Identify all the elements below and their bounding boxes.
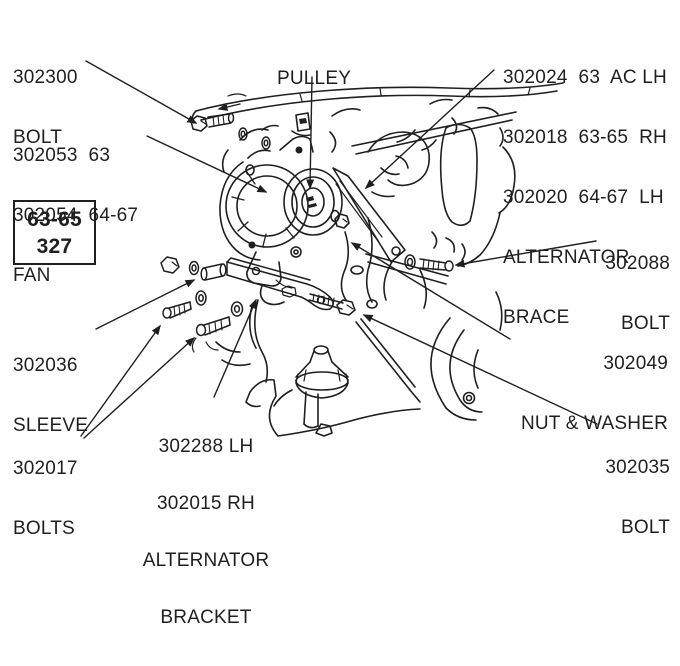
- part-name: SLEEVE: [13, 415, 89, 436]
- part-number: 302036: [13, 355, 78, 376]
- part-name: NUT & WASHER: [520, 413, 668, 434]
- alternator-art: [219, 135, 406, 306]
- part-name: BRACKET: [160, 607, 252, 628]
- part-name: BOLT: [620, 517, 670, 538]
- leader-302049: [350, 242, 511, 340]
- engine-illustration: [80, 60, 598, 439]
- parts-diagram: 302300 BOLT 302053 63 302054 64-67 FAN 6…: [13, 28, 670, 627]
- part-number: 302054 64-67: [13, 205, 139, 226]
- part-name: ALTERNATOR: [503, 247, 630, 268]
- part-number: 302024 63 AC LH: [503, 67, 667, 88]
- application-badge: 63-65 327: [13, 200, 96, 265]
- part-number: 302018 63-65 RH: [503, 127, 667, 148]
- label-302035-bolt: 302035 BOLT: [605, 418, 670, 578]
- leader-inner-small: [217, 103, 241, 111]
- part-name: BOLT: [13, 127, 63, 148]
- label-fan: 302053 63 302054 64-67 FAN: [13, 106, 138, 326]
- part-name: BOLTS: [13, 518, 75, 539]
- engine-block-art: [191, 82, 564, 437]
- badge-engine: 327: [36, 234, 73, 258]
- leader-302300: [85, 60, 198, 124]
- leader-lines: [80, 60, 598, 439]
- part-name: ALTERNATOR: [142, 550, 270, 571]
- label-pulley: PULLEY: [277, 29, 351, 129]
- part-name: PULLEY: [277, 68, 352, 89]
- part-name: BRACE: [503, 307, 570, 328]
- leader-fan: [146, 135, 268, 193]
- part-number: 302088: [605, 253, 670, 274]
- part-number: 302020 64-67 LH: [503, 187, 664, 208]
- part-number: 302017: [13, 458, 78, 479]
- leader-302017-b: [83, 336, 196, 439]
- label-302300-bolt: 302300 BOLT: [13, 28, 78, 188]
- leader-302036: [95, 279, 196, 330]
- label-302088-bolt: 302088 BOLT: [605, 214, 670, 374]
- label-302017-bolts: 302017 BOLTS: [13, 419, 78, 579]
- badge-years: 63-65: [27, 207, 82, 231]
- leader-pulley: [306, 76, 315, 190]
- leader-302017-a: [80, 324, 161, 437]
- part-number: 302288 LH: [158, 436, 254, 457]
- brace-art: [332, 167, 406, 263]
- label-alternator-brace: 302024 63 AC LH 302018 63-65 RH 302020 6…: [503, 28, 667, 368]
- part-number: 302300: [13, 67, 78, 88]
- part-number: 302053 63: [13, 145, 111, 166]
- part-number: 302035: [605, 457, 670, 478]
- label-alternator-bracket: 302288 LH 302015 RH ALTERNATOR BRACKET: [126, 399, 286, 665]
- leader-brace: [364, 69, 495, 190]
- fastener-parts-art: [160, 112, 454, 353]
- leader-302088: [454, 240, 597, 268]
- pulley-art: [283, 168, 350, 236]
- leader-bracket: [213, 298, 257, 398]
- part-number: 302015 RH: [157, 493, 255, 514]
- label-302036-sleeve: 302036 SLEEVE: [13, 316, 88, 476]
- bracket-art: [226, 257, 334, 311]
- leader-302035: [362, 314, 598, 425]
- part-name: FAN: [13, 265, 51, 286]
- part-name: BOLT: [620, 313, 670, 334]
- part-number: 302049: [603, 353, 668, 374]
- label-302049-nut-washer: 302049 NUT & WASHER: [521, 314, 668, 474]
